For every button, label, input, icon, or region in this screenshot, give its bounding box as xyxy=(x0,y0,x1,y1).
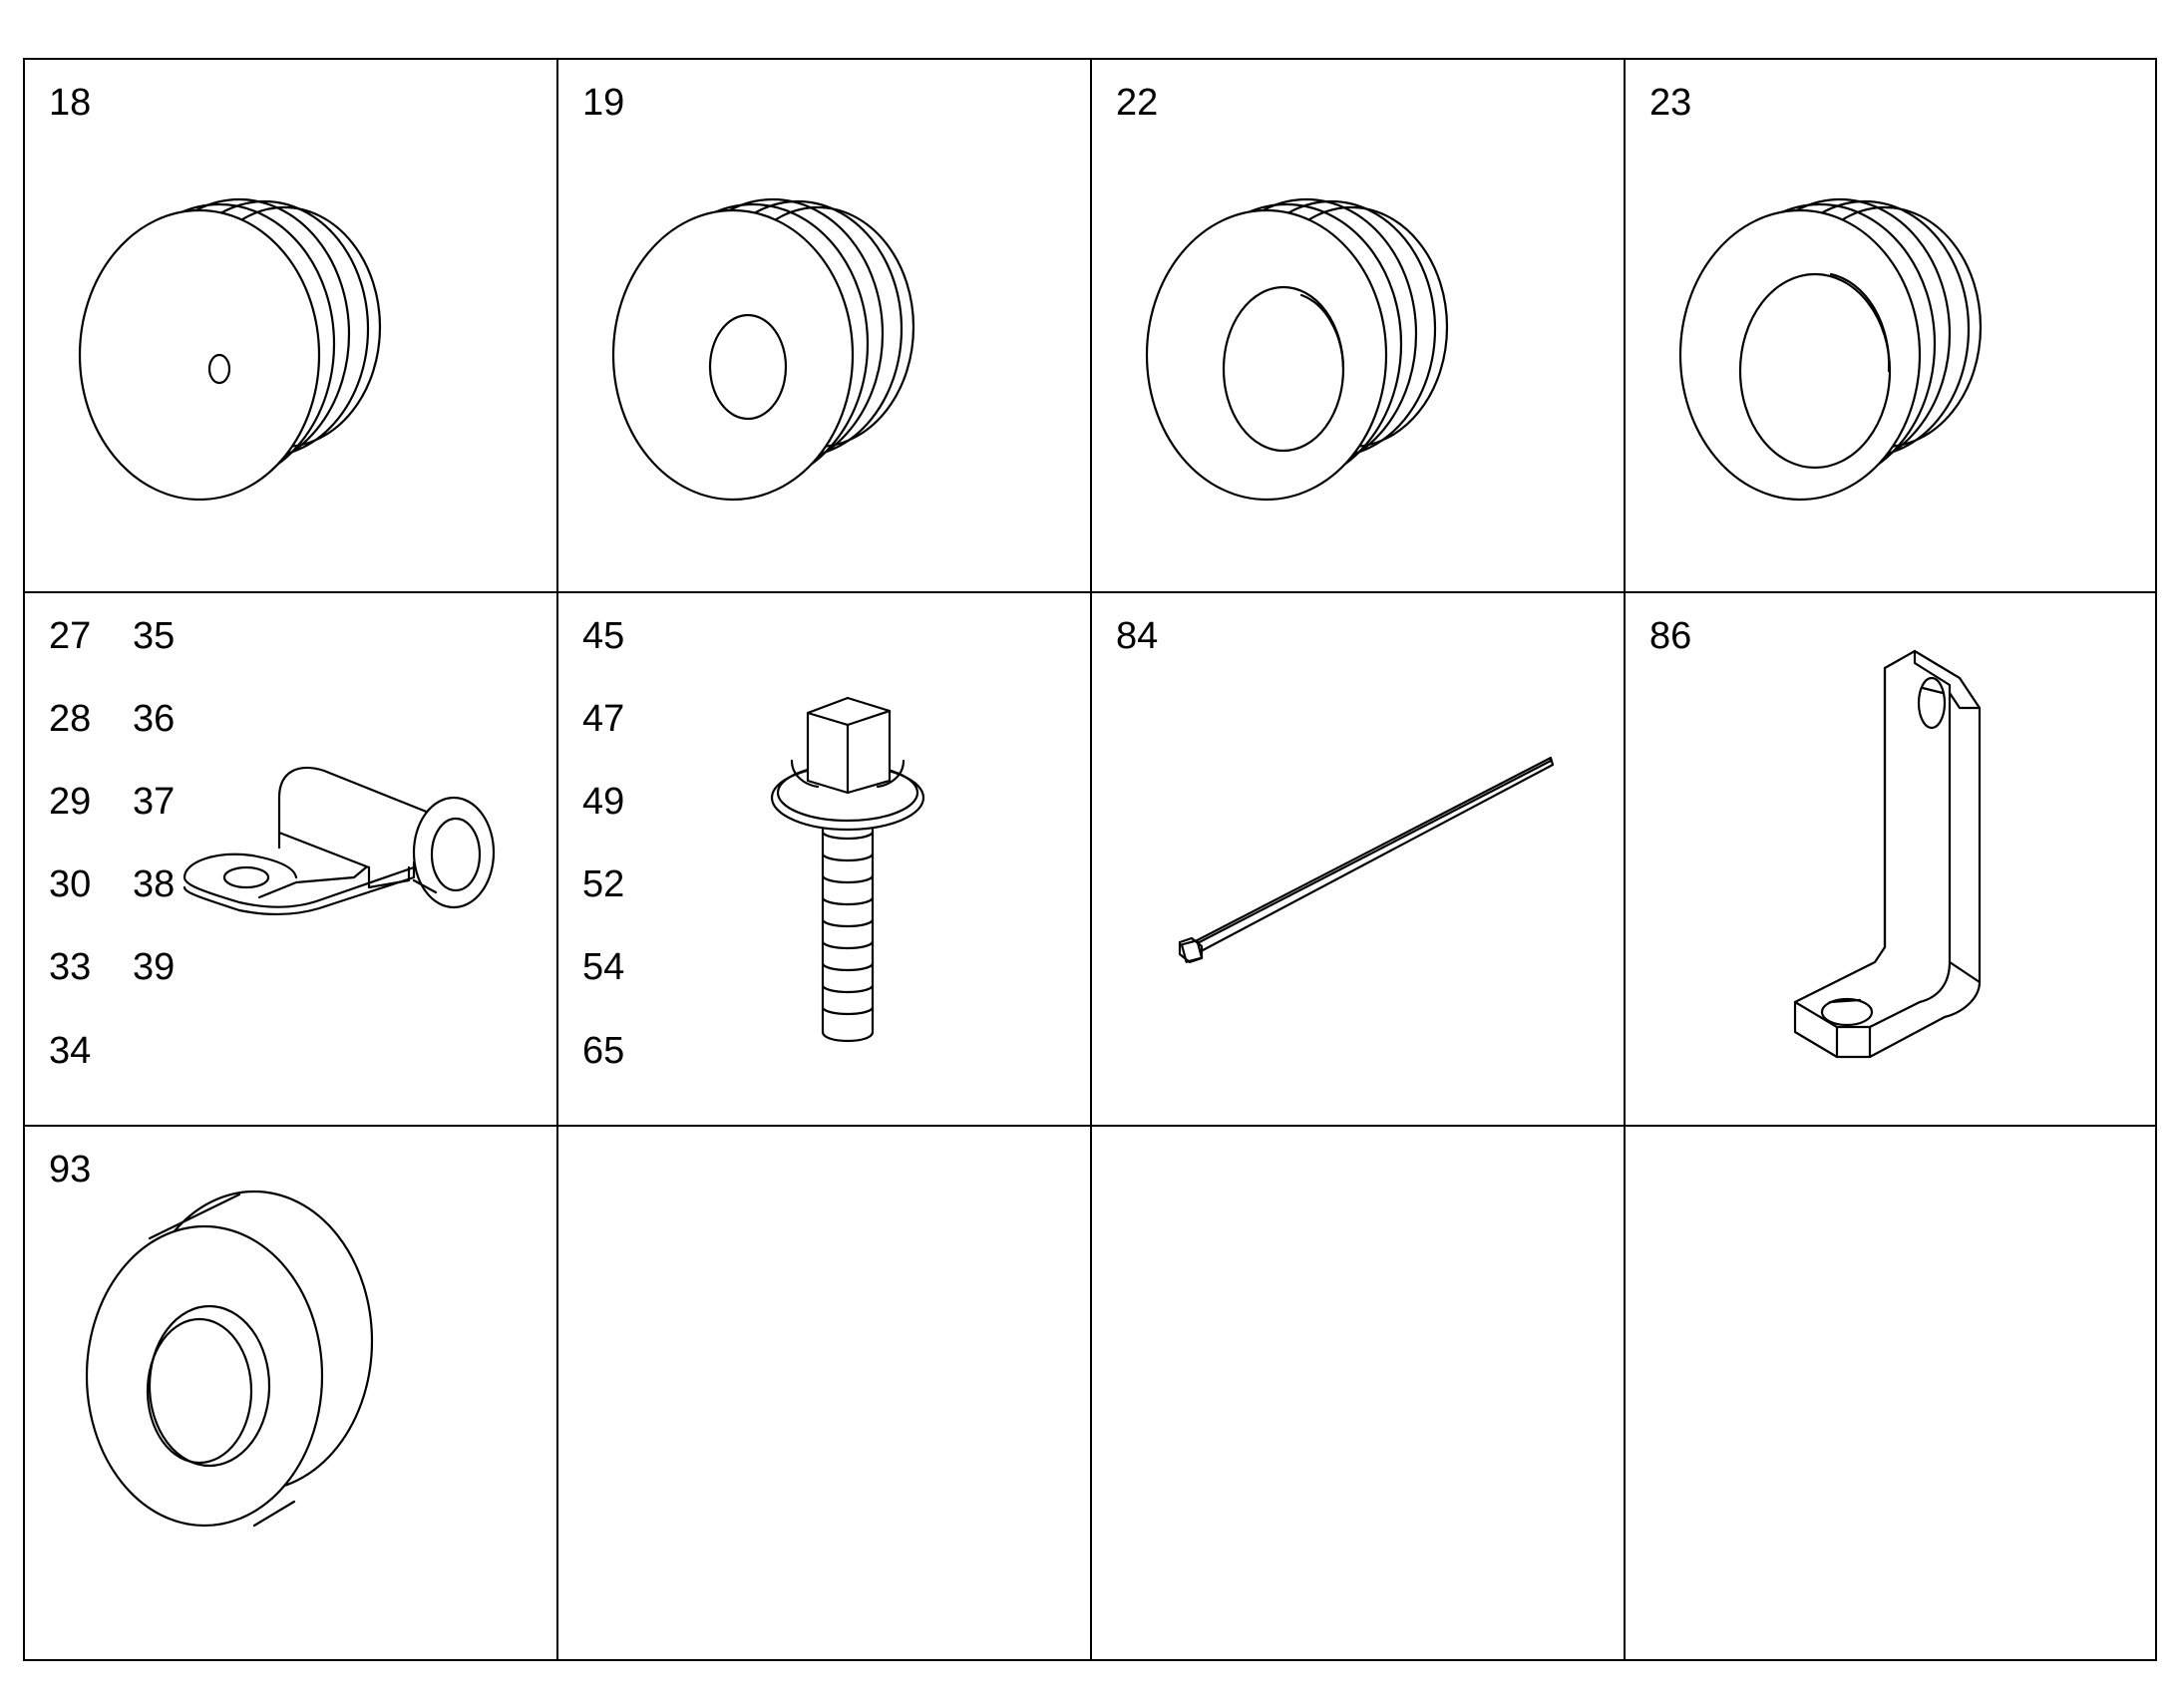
part-number: 30 xyxy=(49,863,92,905)
grid-divider xyxy=(25,1125,2155,1127)
grommet-icon xyxy=(78,197,382,502)
p-clamp-icon xyxy=(182,766,496,916)
grommet-icon xyxy=(1678,197,1983,502)
part-cell-23: 23 xyxy=(1626,60,2159,593)
empty-cell xyxy=(1092,1127,1626,1663)
grid-divider xyxy=(1624,60,1626,1659)
part-number: 49 xyxy=(582,781,625,823)
part-number: 33 xyxy=(49,946,92,988)
part-number: 86 xyxy=(1649,615,1692,657)
part-cell-flange-bolt: 45 47 49 52 54 65 xyxy=(558,593,1092,1127)
spacer-ring-icon xyxy=(85,1190,374,1528)
part-number: 93 xyxy=(49,1149,92,1191)
grid-divider xyxy=(556,60,558,1659)
part-number: 45 xyxy=(582,615,625,657)
cable-tie-icon xyxy=(1178,756,1555,964)
part-cell-18: 18 xyxy=(25,60,558,593)
part-cell-p-clamp: 27 28 29 30 33 34 35 36 37 38 39 xyxy=(25,593,558,1127)
part-number: 22 xyxy=(1116,82,1159,124)
part-number: 23 xyxy=(1649,82,1692,124)
part-number: 35 xyxy=(133,615,176,657)
part-number: 27 xyxy=(49,615,92,657)
part-cell-19: 19 xyxy=(558,60,1092,593)
part-number: 28 xyxy=(49,698,92,740)
part-number: 29 xyxy=(49,781,92,823)
part-number: 54 xyxy=(582,946,625,988)
part-number: 52 xyxy=(582,863,625,905)
part-cell-86: 86 xyxy=(1626,593,2159,1127)
grommet-icon xyxy=(1145,197,1449,502)
grommet-icon xyxy=(611,197,915,502)
part-number: 18 xyxy=(49,82,92,124)
part-cell-93: 93 xyxy=(25,1127,558,1663)
part-number: 36 xyxy=(133,698,176,740)
l-bracket-icon xyxy=(1793,649,1982,1059)
part-number: 34 xyxy=(49,1030,92,1072)
part-number: 84 xyxy=(1116,615,1159,657)
part-number: 38 xyxy=(133,863,176,905)
empty-cell xyxy=(1626,1127,2159,1663)
part-number: 37 xyxy=(133,781,176,823)
part-number: 47 xyxy=(582,698,625,740)
part-number: 39 xyxy=(133,946,176,988)
part-cell-22: 22 xyxy=(1092,60,1626,593)
parts-grid: 18 19 22 xyxy=(23,58,2157,1661)
part-cell-84: 84 xyxy=(1092,593,1626,1127)
part-number: 19 xyxy=(582,82,625,124)
empty-cell xyxy=(558,1127,1092,1663)
grid-divider xyxy=(1090,60,1092,1659)
part-number: 65 xyxy=(582,1030,625,1072)
grid-divider xyxy=(25,591,2155,593)
flange-bolt-icon xyxy=(770,696,925,1042)
